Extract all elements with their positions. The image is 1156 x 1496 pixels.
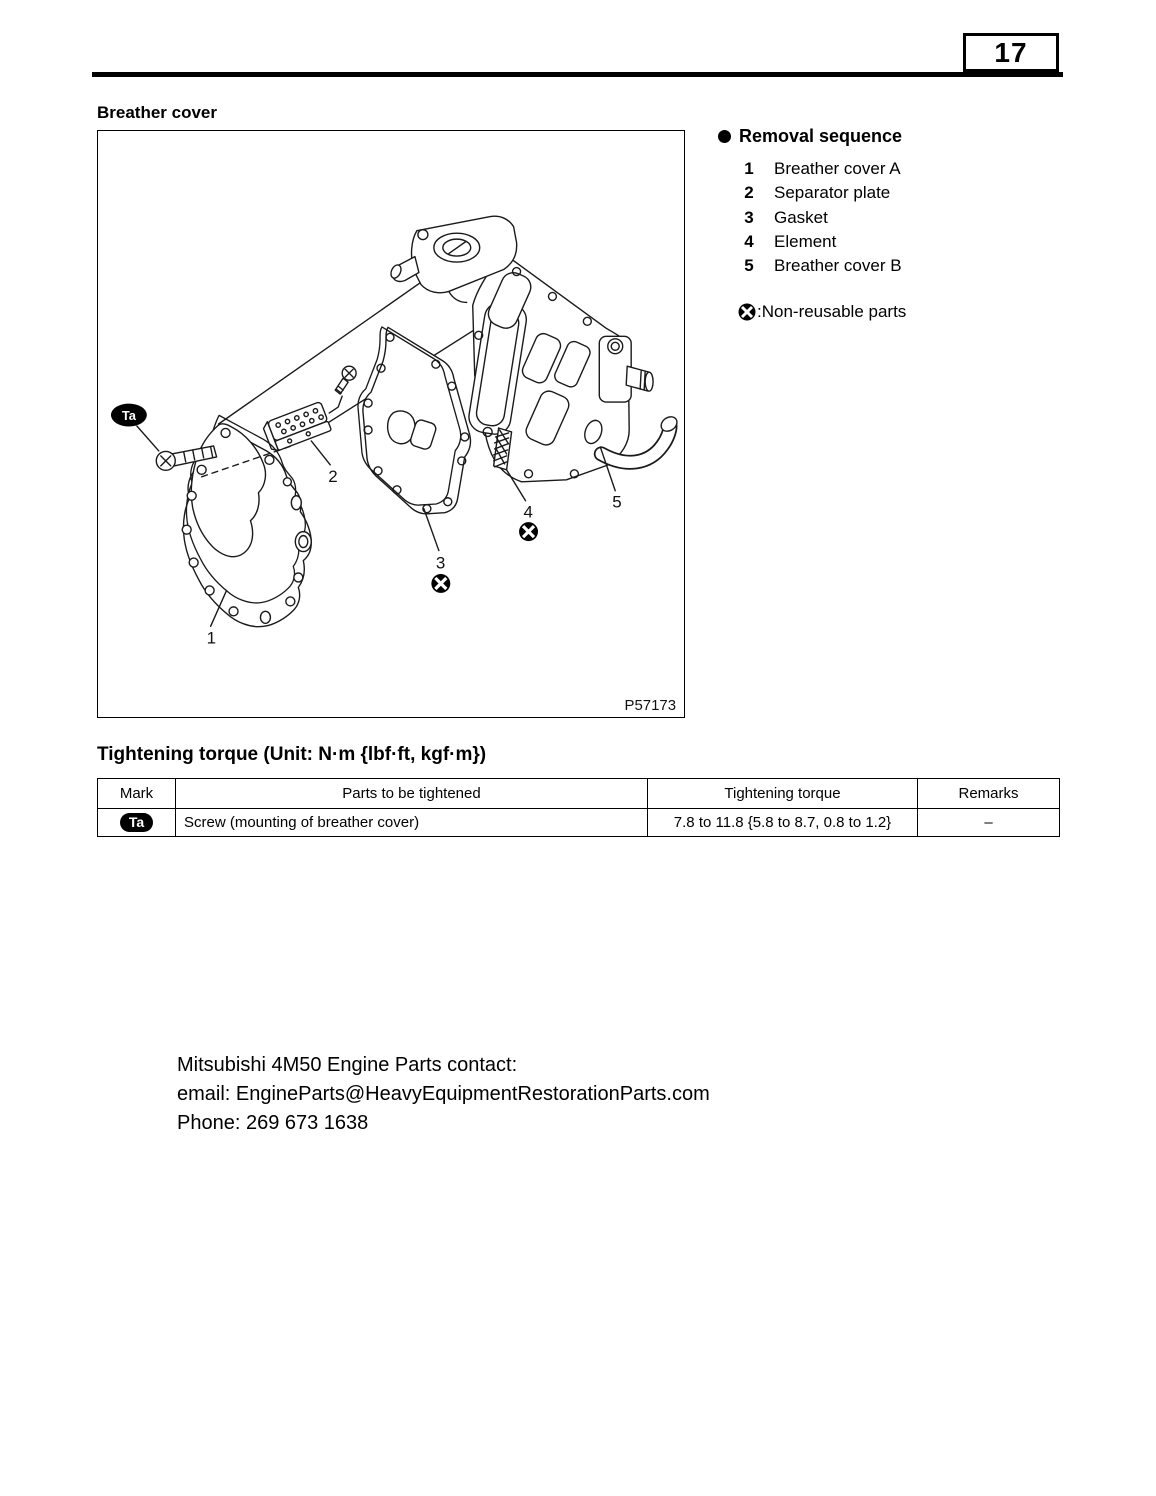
- header-rule: [92, 72, 1063, 77]
- figure-code: P57173: [625, 697, 677, 714]
- sequence-item-number: 3: [744, 207, 754, 227]
- sequence-item: 1 Breather cover A: [740, 159, 902, 183]
- removal-sequence-heading: Removal sequence: [718, 126, 1068, 147]
- breather-cover-b-part: [468, 254, 678, 483]
- separator-plate-part: [262, 401, 332, 452]
- torque-table-header-row: Mark Parts to be tightened Tightening to…: [97, 778, 1060, 809]
- torque-table: Mark Parts to be tightened Tightening to…: [97, 778, 1060, 837]
- page-number-text: 17: [994, 36, 1028, 68]
- removal-sequence-list: 1 Breather cover A 2 Separator plate 3 G…: [740, 159, 902, 280]
- cell-part: Screw (mounting of breather cover): [175, 808, 648, 837]
- cell-remarks: –: [917, 808, 1060, 837]
- top-flange-part: [390, 215, 518, 304]
- leader-lines: [136, 425, 616, 628]
- exploded-diagram-svg: Ta 1 2 3 4 5 P57173: [110, 215, 678, 714]
- sequence-item: 4 Element: [740, 232, 902, 256]
- part-label-1: 1: [207, 628, 216, 647]
- header-parts: Parts to be tightened: [175, 778, 648, 809]
- header-torque: Tightening torque: [647, 778, 918, 809]
- contact-line-1: Mitsubishi 4M50 Engine Parts contact:: [177, 1054, 518, 1076]
- sequence-item: 5 Breather cover B: [740, 256, 902, 280]
- sequence-item-label: Element: [774, 231, 837, 251]
- separator-screw: [328, 365, 357, 414]
- part-label-5: 5: [612, 493, 621, 512]
- sequence-item: 3 Gasket: [740, 208, 902, 232]
- non-reusable-mark-4: [519, 522, 538, 542]
- contact-block: Mitsubishi 4M50 Engine Parts contact: em…: [177, 1051, 710, 1138]
- gasket-part: [357, 326, 472, 515]
- sequence-item-label: Breather cover A: [774, 159, 901, 178]
- sequence-item-number: 4: [744, 231, 754, 251]
- torque-section-title: Tightening torque (Unit: N·m {lbf·ft, kg…: [97, 744, 487, 765]
- mounting-screw: [155, 445, 218, 472]
- part-label-3: 3: [436, 554, 445, 573]
- sequence-item-number: 5: [744, 256, 754, 276]
- part-label-2: 2: [328, 467, 337, 486]
- removal-sequence-panel: Removal sequence 1 Breather cover A 2 Se…: [718, 126, 1068, 321]
- bullet-icon: [718, 130, 731, 143]
- section-title: Breather cover: [97, 103, 218, 122]
- exploded-view-figure: Ta 1 2 3 4 5 P57173: [97, 130, 685, 718]
- ta-mark-pill: Ta: [119, 813, 154, 832]
- breather-cover-a-part: [181, 414, 312, 628]
- sequence-item-label: Breather cover B: [774, 256, 902, 276]
- removal-sequence-title: Removal sequence: [739, 126, 903, 146]
- header-mark: Mark: [97, 778, 176, 809]
- non-reusable-legend-text: :Non-reusable parts: [757, 302, 907, 321]
- part-label-4: 4: [524, 503, 533, 522]
- sequence-item-label: Gasket: [774, 207, 828, 227]
- torque-table-row: Ta Screw (mounting of breather cover) 7.…: [97, 808, 1060, 837]
- sequence-item-label: Separator plate: [774, 183, 891, 203]
- cell-torque: 7.8 to 11.8 {5.8 to 8.7, 0.8 to 1.2}: [647, 808, 918, 837]
- contact-line-3: Phone: 269 673 1638: [177, 1112, 369, 1134]
- sequence-item-number: 1: [744, 159, 754, 178]
- non-reusable-icon: [738, 303, 756, 321]
- header-remarks: Remarks: [917, 778, 1060, 809]
- non-reusable-legend: :Non-reusable parts: [738, 302, 906, 322]
- ta-badge-text: Ta: [122, 408, 137, 423]
- ta-mark-badge: Ta: [110, 403, 147, 427]
- sequence-item: 2 Separator plate: [740, 183, 902, 207]
- cell-mark: Ta: [97, 808, 176, 837]
- sequence-item-number: 2: [744, 183, 754, 203]
- non-reusable-mark-3: [431, 573, 451, 593]
- contact-line-2: email: EngineParts@HeavyEquipmentRestora…: [177, 1083, 710, 1105]
- page-number: 17: [963, 33, 1059, 72]
